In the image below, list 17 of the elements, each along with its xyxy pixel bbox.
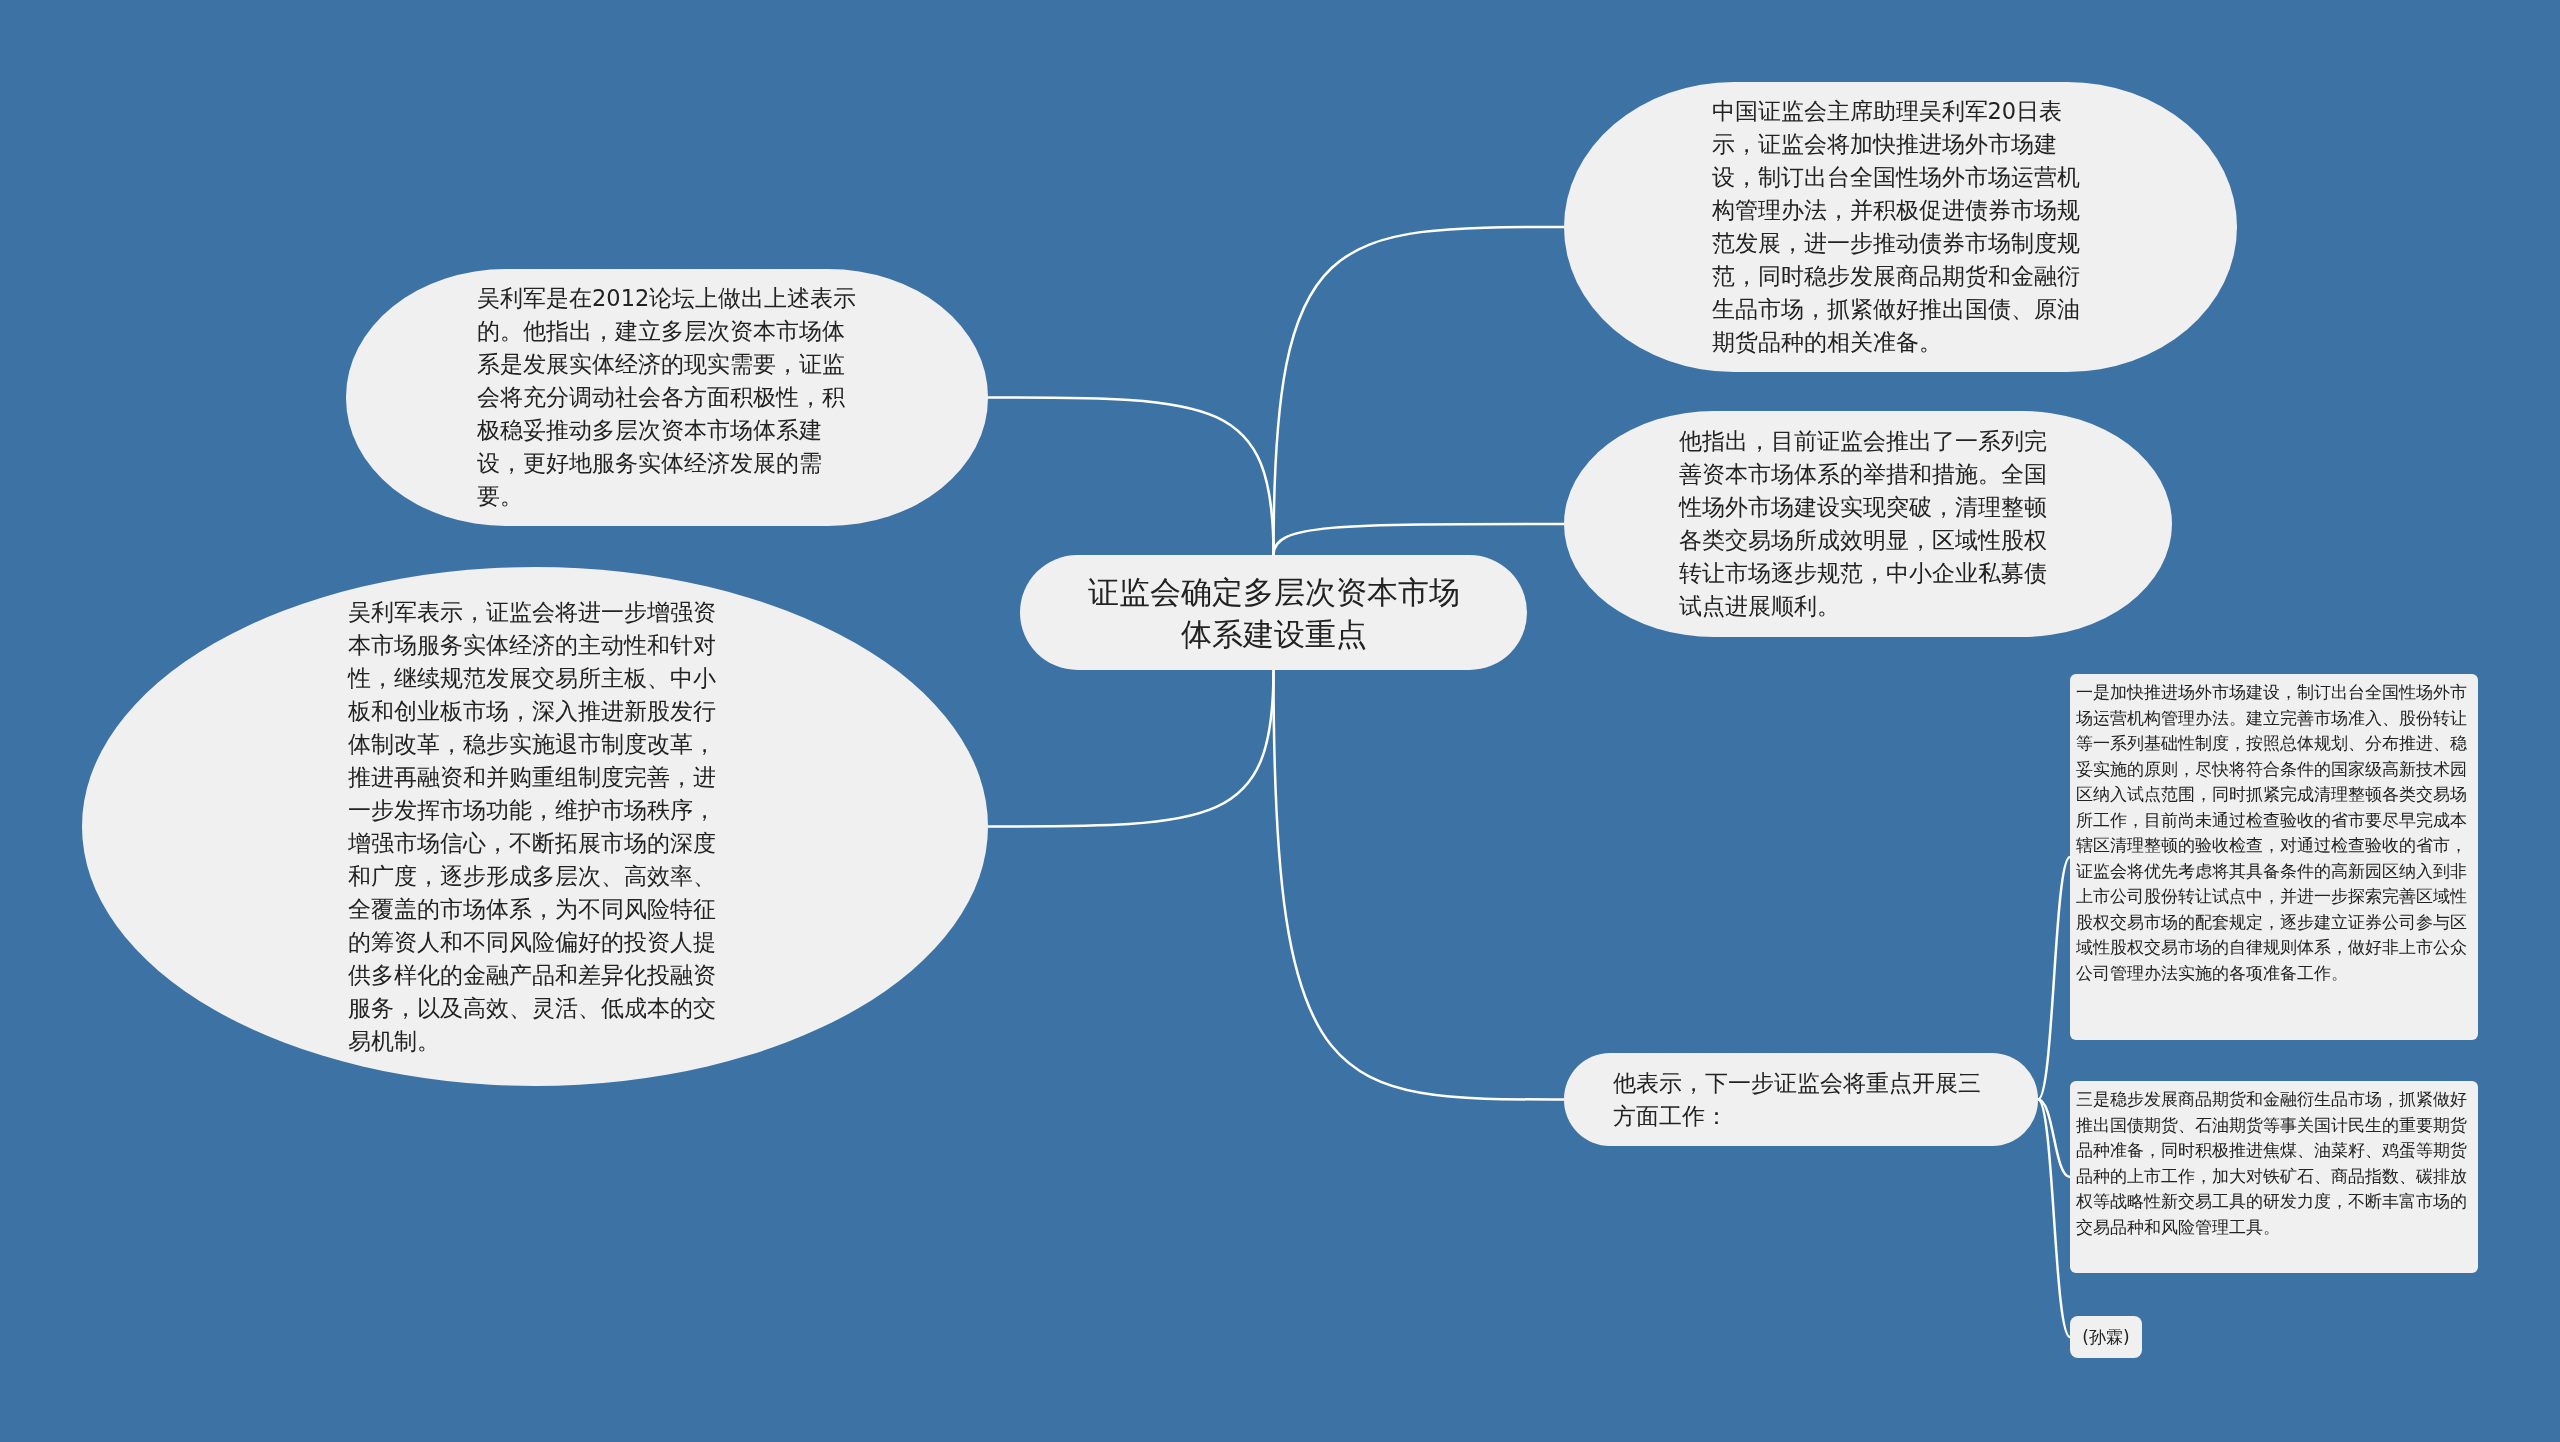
topic-text: 中国证监会主席助理吴利军20日表示，证监会将加快推进场外市场建设，制订出台全国性场外市场运营机构管理办法，并积极促进债券市场规范发展，进一步推动债券市场制度规范，同时稳步发展商品期货和金融衍生品市场，抓紧做好推出国债、原油期货品种的相关准备。 bbox=[1711, 97, 2081, 357]
topic-text: 吴利军表示，证监会将进一步增强资本市场服务实体经济的主动性和针对性，继续规范发展交易所主板、中小板和创业板市场，深入推进新股发行体制改革，稳步实施退市制度改革，推进再融资和并购重组制度完善，进一步发挥市场功能，维护市场秩序，增强市场信心，不断拓展市场的深度和广度，逐步形成多层次、高效率、全覆盖的市场体系，为不同风险特征的筹资人和不同风险偏好的投资人提供多样化的金融产品和差异化投融资服务，以及高效、灵活、低成本的交易机制。 bbox=[347, 597, 717, 1056]
topic-text: 吴利军是在2012论坛上做出上述表示的。他指出，建立多层次资本市场体系是发展实体经济的现实需要，证监会将充分调动社会各方面积极性，积极稳妥推动多层次资本市场体系建设，更好地服务实体经济发展的需要。 bbox=[477, 284, 857, 511]
connector-line bbox=[2037, 856, 2071, 1101]
topic-text: 一是加快推进场外市场建设，制订出台全国性场外市场运营机构管理办法。建立完善市场准入、股份转让等一系列基础性制度，按照总体规划、分布推进、稳妥实施的原则，尽快将符合条件的国家级高新技术园区纳入试点范围，同时抓紧完成清理整顿各类交易场所工作，目前尚未通过检查验收的省市要尽早完成本辖区清理整顿的验收检查，对通过检查验收的省市，证监会将优先考虑将其具备条件的高新园区纳入到非上市公司股份转让试点中，并进一步探索完善区域性股权交易市场的配套规定，逐步建立证券公司参与区域性股权交易市场的自律规则体系，做好非上市公众公司管理办法实施的各项准备工作。 bbox=[2076, 681, 2468, 985]
note-card bbox=[2070, 1316, 2142, 1358]
note-card bbox=[2070, 1081, 2478, 1273]
note-card bbox=[2070, 674, 2478, 1040]
topic-title: 证监会确定多层次资本市场体系建设重点 bbox=[1086, 572, 1461, 654]
topic-text: 三是稳步发展商品期货和金融衍生品市场，抓紧做好推出国债期货、石油期货等事关国计民生的重要期货品种准备，同时积极推进焦煤、油菜籽、鸡蛋等期货品种的上市工作，加大对铁矿石、商品指数、碳排放权等战略性新交易工具的研发力度，不断丰富市场的交易品种和风险管理工具。 bbox=[2076, 1088, 2468, 1239]
topic-text: 他表示，下一步证监会将重点开展三方面工作： bbox=[1613, 1068, 1982, 1131]
topic-text: 他指出，目前证监会推出了一系列完善资本市场体系的举措和措施。全国性场外市场建设实现突破，清理整顿各类交易场所成效明显，区域性股权转让市场逐步规范，中小企业私募债试点进展顺利。 bbox=[1679, 427, 2048, 621]
topic-text: (孙霖) bbox=[2082, 1325, 2130, 1349]
connector-line bbox=[1272, 522, 1564, 556]
connector-line bbox=[2037, 1098, 2071, 1179]
connector-line bbox=[1272, 670, 1564, 1101]
connector-line bbox=[2037, 1098, 2071, 1338]
